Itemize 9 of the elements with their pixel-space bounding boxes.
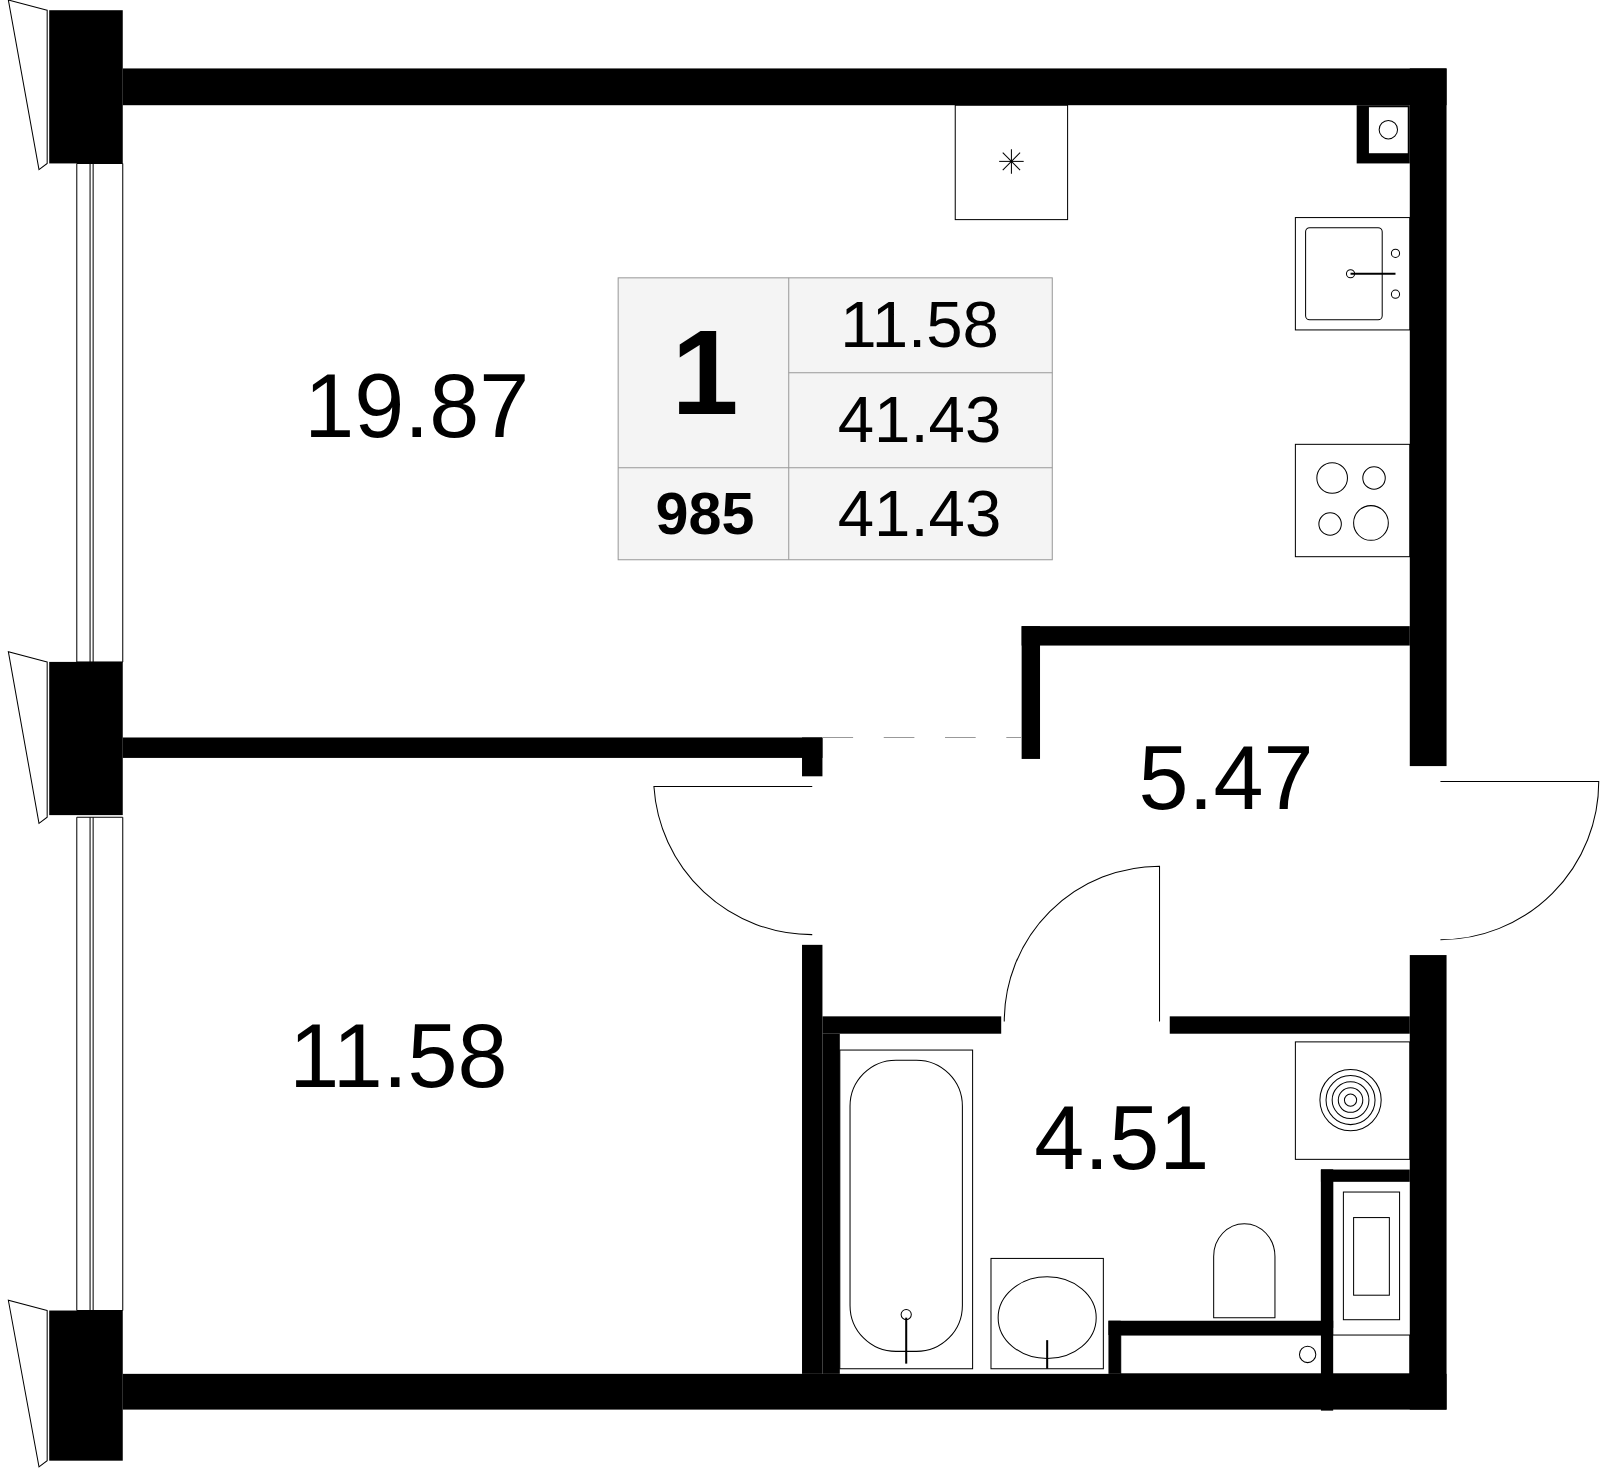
area-value: 41.43 [837, 481, 1002, 547]
apartment-number: 985 [655, 484, 755, 544]
room-area-label: 4.51 [1034, 1094, 1210, 1185]
room-count-label: 1 [671, 312, 739, 434]
room-area-label: 5.47 [1138, 733, 1314, 824]
area-value: 11.58 [840, 292, 999, 358]
room-area-label: 19.87 [304, 361, 530, 452]
area-value: 41.43 [837, 387, 1002, 453]
room-area-label: 11.58 [289, 1012, 508, 1103]
